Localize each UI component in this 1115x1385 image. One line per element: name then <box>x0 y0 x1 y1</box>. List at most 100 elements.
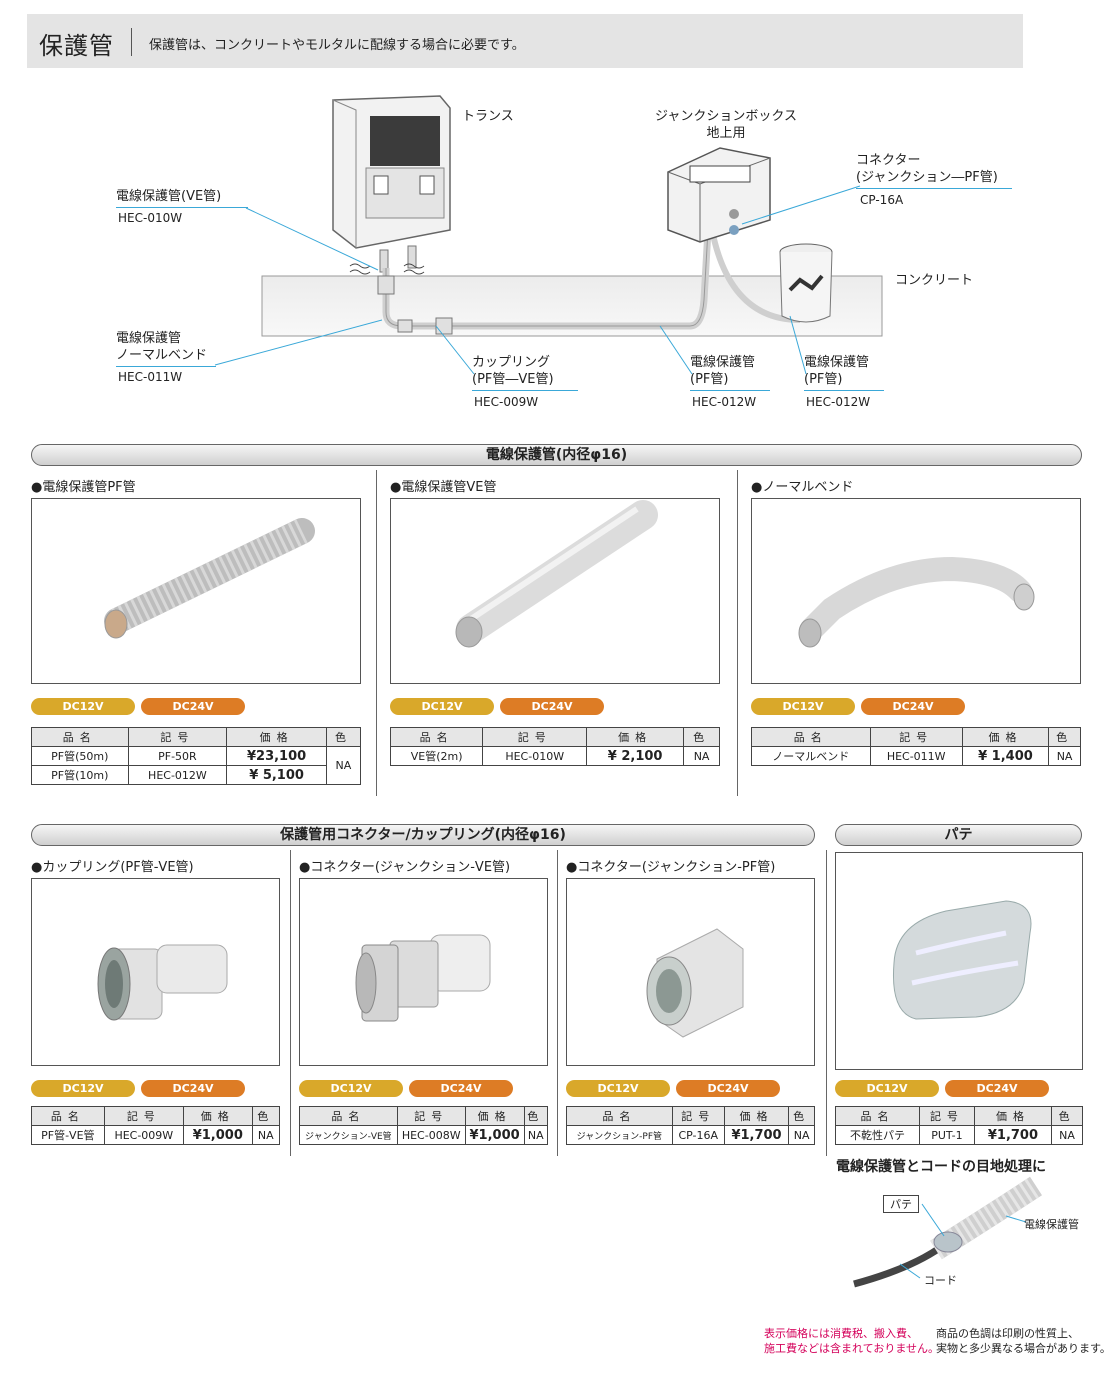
tax-note-line1: 表示価格には消費税、搬入費、 <box>764 1327 918 1340</box>
cell-name: ジャンクション-VE管 <box>299 1125 398 1145</box>
th-color: 色 <box>1051 1106 1083 1126</box>
column-divider <box>557 850 558 1156</box>
th-color: 色 <box>523 1106 549 1126</box>
column-divider <box>290 850 291 1156</box>
label-junction-box-line1: ジャンクションボックス <box>655 109 797 124</box>
cell-name: 不乾性パテ <box>834 1125 921 1145</box>
section-band-pipes: 電線保護管(内径φ16) <box>31 444 1082 466</box>
cell-price: ¥ 2,100 <box>586 746 685 766</box>
label-coupling: カップリング (PF管―VE管) <box>472 354 578 391</box>
label-pf-pipe-1: 電線保護管 (PF管) <box>690 354 770 391</box>
product-title: ●カップリング(PF管-VE管) <box>31 860 194 875</box>
cell-price: ¥1,000 <box>464 1125 525 1145</box>
product-photo-coupling <box>31 878 280 1066</box>
th-code: 記号 <box>671 1106 725 1126</box>
badge-dc24v: DC24V <box>409 1080 513 1097</box>
label-junction-box: ジャンクションボックス 地上用 <box>651 108 801 142</box>
cell-name: PF管(50m) <box>31 746 129 766</box>
badge-dc12v: DC12V <box>566 1080 670 1097</box>
badge-dc24v: DC24V <box>861 698 965 715</box>
coupling-image <box>97 944 228 1021</box>
cell-name: VE管(2m) <box>389 746 484 766</box>
putty-usage-title: 電線保護管とコードの目地処理に <box>836 1159 1046 1175</box>
label-transformer: トランス <box>462 109 514 124</box>
th-color: 色 <box>1048 727 1081 747</box>
cell-color: NA <box>683 746 720 766</box>
th-color: 色 <box>325 727 362 747</box>
th-color: 色 <box>788 1106 815 1126</box>
th-code: 記号 <box>396 1106 466 1126</box>
label-coupling-line2: (PF管―VE管) <box>472 372 554 387</box>
badge-dc24v: DC24V <box>141 1080 245 1097</box>
th-name: 品名 <box>834 1106 921 1126</box>
page-header: 保護管 保護管は、コンクリートやモルタルに配線する場合に必要です。 <box>27 14 1023 68</box>
pf-pipe-image <box>104 518 315 639</box>
code-pf-pipe-1: HEC-012W <box>692 395 757 409</box>
page-title: 保護管 <box>39 32 114 60</box>
th-price: 価格 <box>586 727 685 747</box>
product-connector-pf: ●コネクター(ジャンクション-PF管) DC12V DC24V 品名記号価格色 … <box>566 856 816 1156</box>
installation-diagram: トランス ジャンクションボックス 地上用 コネクター (ジャンクション―PF管)… <box>0 80 1115 420</box>
tax-note: 表示価格には消費税、搬入費、 施工費などは含まれておりません。 <box>764 1326 939 1356</box>
cell-color: NA <box>325 746 362 785</box>
th-code: 記号 <box>919 1106 975 1126</box>
code-ve-pipe: HEC-010W <box>118 211 183 225</box>
diagram-illustration <box>214 95 883 375</box>
product-photo-bend <box>751 498 1081 684</box>
cell-code: HEC-012W <box>127 765 228 785</box>
product-coupling: ●カップリング(PF管-VE管) DC12V DC24V 品名記号価格色 PF管… <box>31 856 281 1156</box>
label-putty: パテ <box>883 1195 919 1213</box>
th-price: 価格 <box>961 727 1050 747</box>
product-title: ●コネクター(ジャンクション-VE管) <box>299 860 511 875</box>
cell-color: NA <box>523 1125 549 1145</box>
header-divider <box>131 28 132 56</box>
label-cord: コード <box>924 1274 957 1287</box>
cell-code: HEC-008W <box>396 1125 466 1145</box>
cell-code: HEC-009W <box>103 1125 184 1145</box>
cell-price: ¥ 5,100 <box>226 765 327 785</box>
badge-dc12v: DC12V <box>835 1080 939 1097</box>
code-connector: CP-16A <box>860 193 904 207</box>
product-title: ●電線保護管PF管 <box>31 480 136 495</box>
transformer-box <box>332 95 451 275</box>
th-name: 品名 <box>566 1106 673 1126</box>
column-divider <box>826 850 827 1156</box>
product-photo-putty <box>835 852 1083 1070</box>
product-photo-ve <box>390 498 720 684</box>
connector-ve-image <box>355 934 491 1022</box>
table-row: PF管(10m)HEC-012W¥ 5,100 <box>31 765 361 785</box>
section-band-putty: パテ <box>835 824 1082 846</box>
badge-dc24v: DC24V <box>676 1080 780 1097</box>
th-color: 色 <box>251 1106 281 1126</box>
label-pf-pipe-1-line1: 電線保護管 <box>690 355 756 370</box>
product-connector-ve: ●コネクター(ジャンクション-VE管) DC12V DC24V 品名記号価格色 … <box>299 856 549 1156</box>
th-name: 品名 <box>751 727 871 747</box>
th-name: 品名 <box>31 1106 105 1126</box>
badge-dc24v: DC24V <box>141 698 245 715</box>
page-subtitle: 保護管は、コンクリートやモルタルに配線する場合に必要です。 <box>149 38 525 53</box>
product-title: ●コネクター(ジャンクション-PF管) <box>566 860 776 875</box>
th-code: 記号 <box>869 727 963 747</box>
label-pipe: 電線保護管 <box>1024 1218 1079 1231</box>
badge-dc12v: DC12V <box>299 1080 403 1097</box>
pipe-run <box>377 229 801 335</box>
cell-name: ノーマルベンド <box>751 746 871 766</box>
cell-color: NA <box>1048 746 1081 766</box>
cell-name: ジャンクション-PF管 <box>566 1125 673 1145</box>
cell-price: ¥1,700 <box>723 1125 790 1145</box>
label-pf-pipe-2-line1: 電線保護管 <box>804 355 870 370</box>
cell-name: PF管(10m) <box>31 765 129 785</box>
code-pf-pipe-2: HEC-012W <box>806 395 871 409</box>
